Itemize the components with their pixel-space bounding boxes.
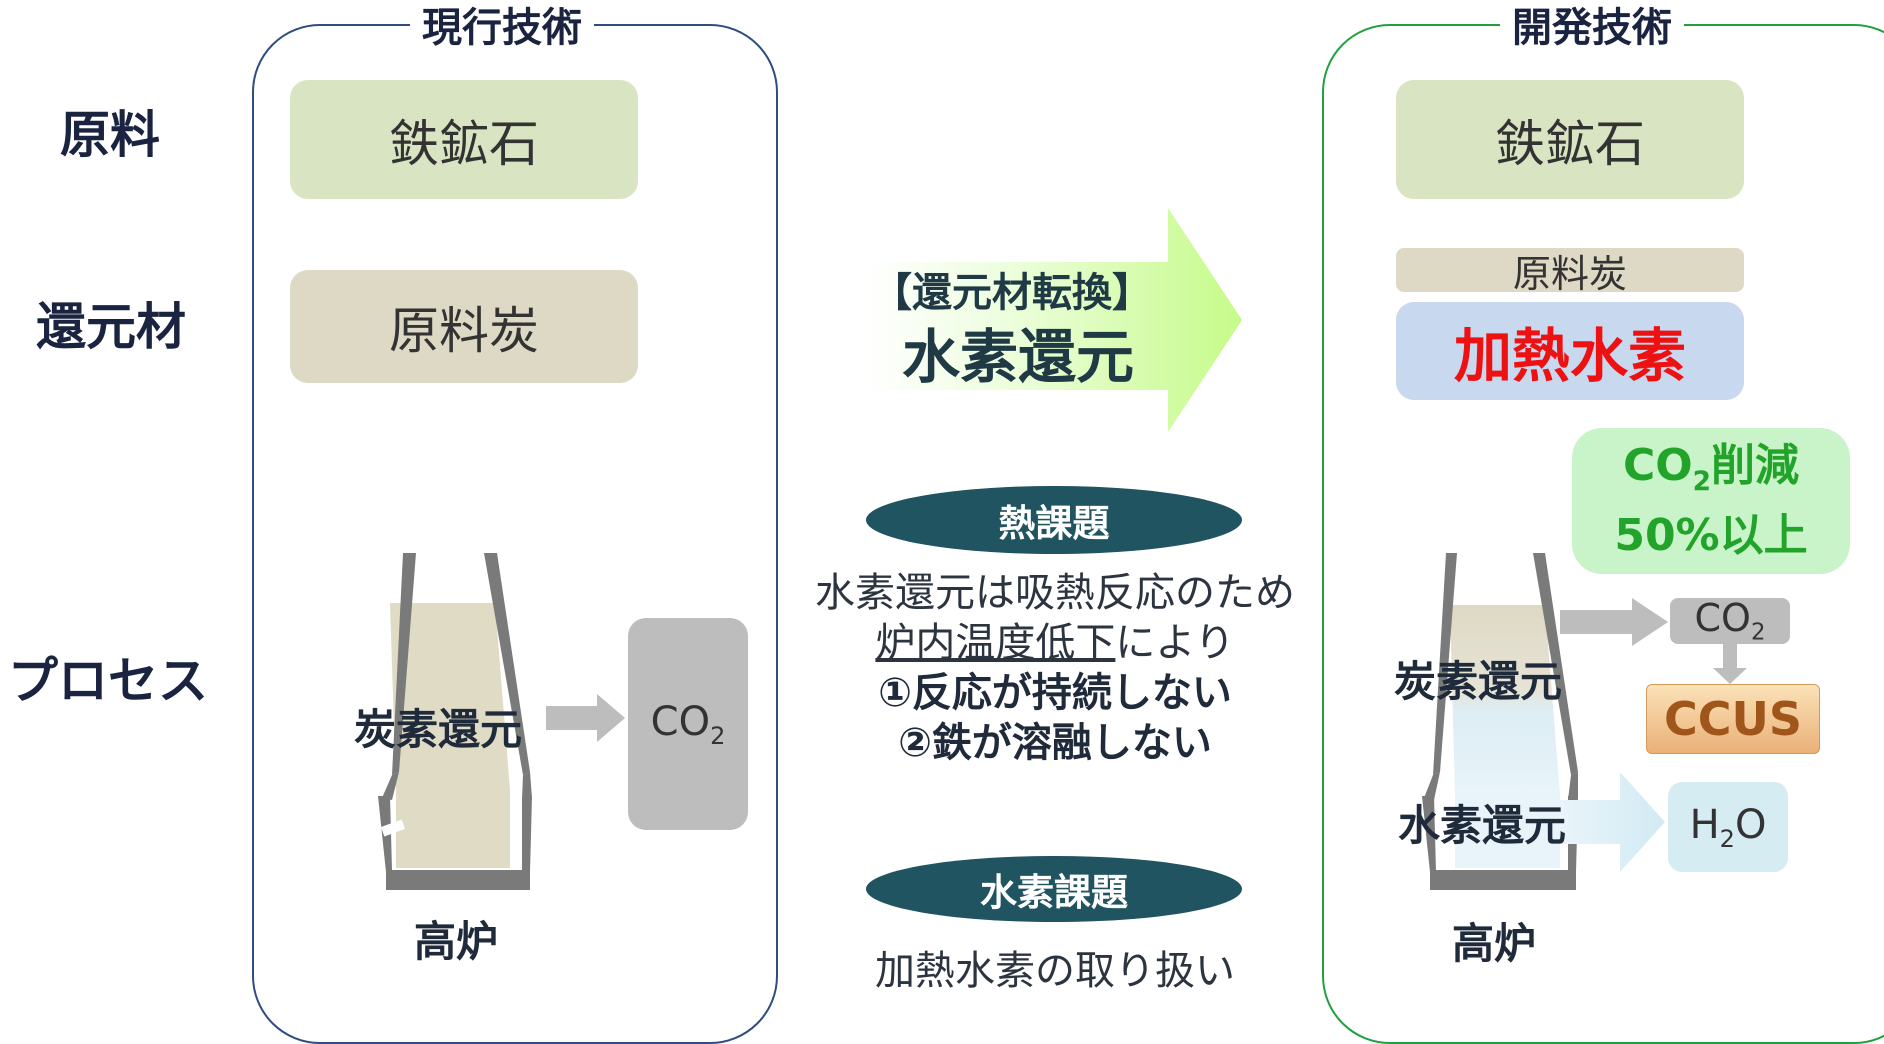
- heat-challenge-description: 水素還元は吸熱反応のため 炉内温度低下により ①反応が持続しない ②鉄が溶融しな…: [790, 568, 1320, 768]
- hydrogen-to-h2o-arrow: [1560, 772, 1665, 872]
- h2o-box: H2O: [1668, 782, 1788, 872]
- hydrogen-challenge-title: 水素課題: [980, 871, 1128, 914]
- h2o-label: H2O: [1689, 801, 1767, 853]
- co2-label-current: CO2: [650, 698, 726, 750]
- row-label-reductant: 還元材: [36, 298, 186, 356]
- heat-challenge-pill: 熱課題: [866, 486, 1242, 554]
- co2-label-developed: CO2: [1694, 596, 1766, 646]
- heat-line-2: 炉内温度低下により: [875, 620, 1235, 666]
- ccus-box: CCUS: [1646, 684, 1820, 754]
- heat-challenge-title: 熱課題: [998, 502, 1110, 545]
- heat-line-1: 水素還元は吸熱反応のため: [815, 570, 1295, 616]
- coking-coal-label-developed: 原料炭: [1512, 251, 1627, 296]
- co2-box-developed: CO2: [1670, 596, 1790, 646]
- heated-hydrogen-label: 加熱水素: [1453, 322, 1686, 390]
- co2-reduction-amount: 50%以上: [1614, 509, 1808, 561]
- co2-reduction-line1: CO2削減: [1622, 440, 1800, 497]
- furnace-label-developed: 高炉: [1452, 919, 1537, 968]
- co2-box-current: CO2: [628, 618, 748, 830]
- conversion-arrow: [865, 208, 1242, 432]
- row-label-process: プロセス: [8, 652, 208, 710]
- carbon-reduction-label-current: 炭素還元: [354, 705, 523, 754]
- conversion-arrow-line1: 【還元材転換】: [872, 270, 1152, 316]
- heated-hydrogen-box: 加熱水素: [1396, 302, 1744, 400]
- heat-line-4: ②鉄が溶融しない: [898, 720, 1212, 766]
- diagram-graphics: [378, 208, 1747, 890]
- developed-technology-title: 開発技術: [1500, 8, 1684, 48]
- current-technology-title: 現行技術: [410, 8, 594, 48]
- iron-ore-label-developed: 鉄鉱石: [1495, 114, 1645, 173]
- conversion-arrow-line2: 水素還元: [902, 323, 1135, 391]
- heat-line-3: ①反応が持続しない: [878, 670, 1232, 716]
- row-label-raw-material: 原料: [60, 106, 160, 164]
- furnace-label-current: 高炉: [414, 917, 499, 966]
- carbon-reduction-label-developed: 炭素還元: [1394, 657, 1563, 706]
- carbon-to-co2-arrow: [1560, 598, 1668, 646]
- iron-ore-box-developed: 鉄鉱石: [1396, 80, 1744, 199]
- iron-ore-box-current: 鉄鉱石: [290, 80, 638, 199]
- co2-reduction-badge: CO2削減 50%以上: [1572, 428, 1850, 574]
- hydrogen-reduction-label: 水素還元: [1398, 801, 1567, 850]
- ccus-label: CCUS: [1664, 692, 1802, 746]
- co2-to-ccus-arrow: [1713, 644, 1747, 684]
- hydrogen-challenge-description: 加熱水素の取り扱い: [875, 948, 1235, 994]
- coking-coal-label: 原料炭: [389, 301, 539, 360]
- hydrogen-challenge-pill: 水素課題: [866, 856, 1242, 922]
- coking-coal-box-current: 原料炭: [290, 270, 638, 383]
- coking-coal-box-developed: 原料炭: [1396, 248, 1744, 296]
- co2-emission-arrow: [546, 694, 625, 742]
- blast-furnace-current: [378, 553, 532, 890]
- iron-ore-label: 鉄鉱石: [389, 114, 539, 173]
